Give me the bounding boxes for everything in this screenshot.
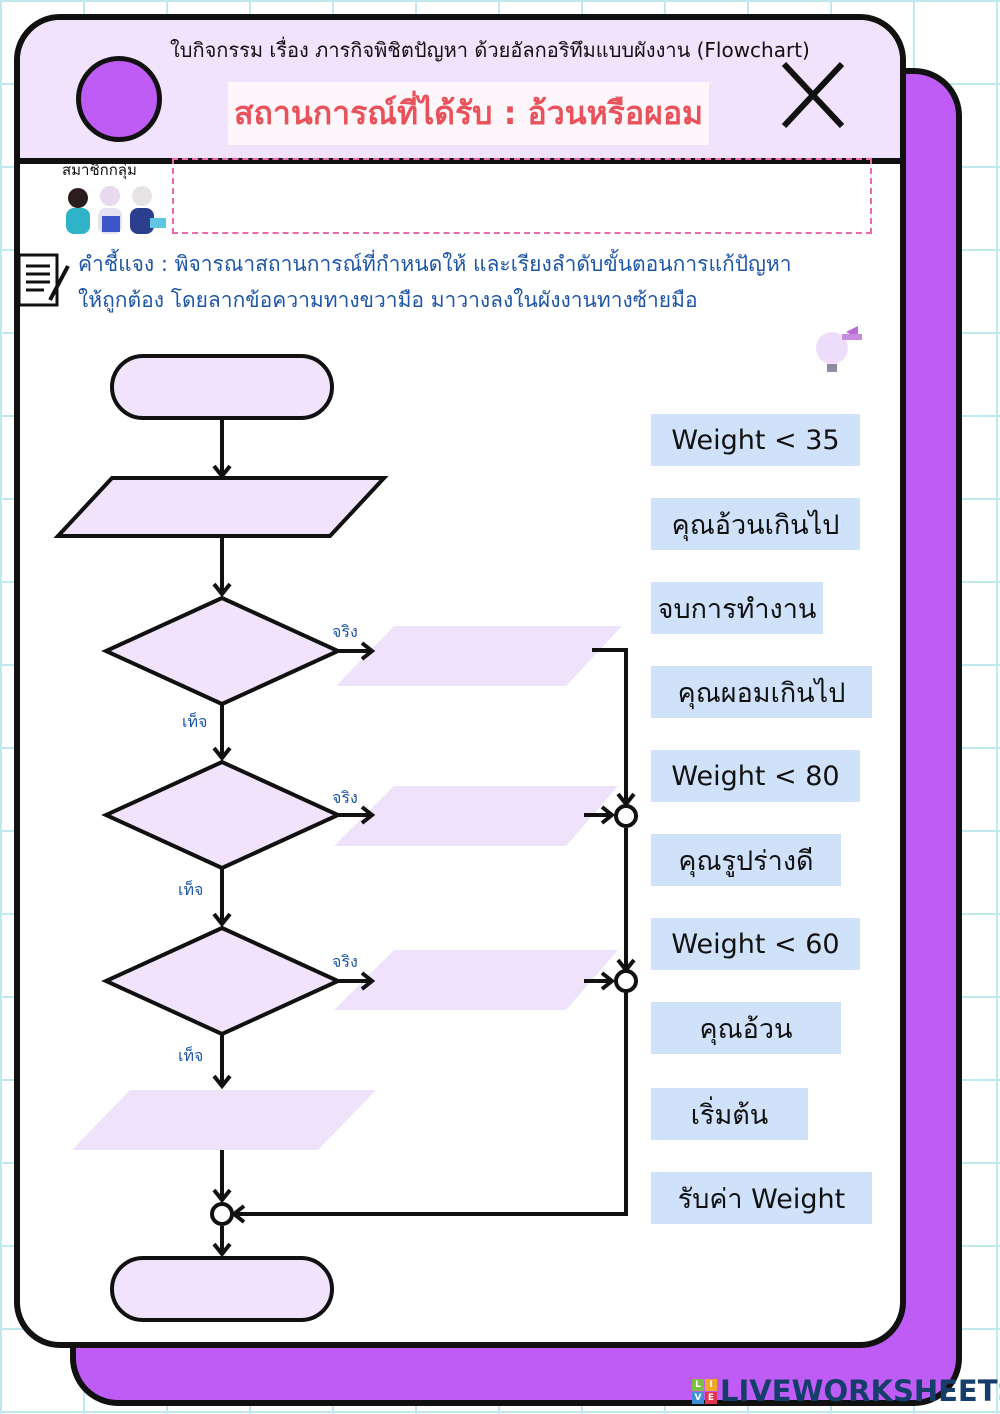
start-terminal-slot[interactable] (110, 354, 334, 420)
false-label-3: เท็จ (178, 1046, 204, 1065)
decision-2-slot[interactable] (101, 759, 343, 871)
logo-letter: L (692, 1378, 704, 1391)
false-label-2: เท็จ (178, 880, 204, 899)
drag-chip[interactable]: Weight < 80 (651, 750, 860, 802)
decision-3-slot[interactable] (101, 925, 343, 1037)
drag-chip[interactable]: คุณอ้วนเกินไป (651, 498, 860, 550)
group-members-icon (66, 186, 166, 234)
instructions-line-2: ให้ถูกต้อง โดยลากข้อความทางขวามือ มาวางล… (78, 288, 698, 312)
output-2-slot[interactable] (334, 786, 618, 846)
true-label-2: จริง (332, 788, 358, 807)
members-input[interactable] (172, 158, 872, 234)
drag-chip[interactable]: คุณอ้วน (651, 1002, 841, 1054)
true-label-3: จริง (332, 952, 358, 971)
instructions: คำชี้แจง : พิจารณาสถานการณ์ที่กำหนดให้ แ… (78, 246, 878, 318)
members-label: สมาชิกกลุ่ม (62, 161, 137, 179)
decision-1-slot[interactable] (101, 595, 343, 707)
drag-chip[interactable]: รับค่า Weight (651, 1172, 872, 1224)
lightbulb-icon (816, 326, 862, 372)
drag-chip[interactable]: คุณรูปร่างดี (651, 834, 841, 886)
drag-chip[interactable]: Weight < 60 (651, 918, 860, 970)
input-slot[interactable] (53, 476, 389, 538)
document-pen-icon (17, 253, 70, 307)
liveworksheets-logo: L I V E LIVEWORKSHEETS (692, 1374, 1000, 1408)
output-3-slot[interactable] (334, 950, 618, 1010)
close-icon[interactable] (778, 60, 848, 130)
output-4-slot[interactable] (72, 1090, 376, 1150)
instructions-line-1: คำชี้แจง : พิจารณาสถานการณ์ที่กำหนดให้ แ… (78, 252, 792, 276)
output-1-slot[interactable] (336, 626, 622, 686)
drag-chip[interactable]: Weight < 35 (651, 414, 860, 466)
title-bar: ใบกิจกรรม เรื่อง ภารกิจพิชิตปัญหา ด้วยอั… (20, 20, 900, 164)
circle-decoration-icon (76, 56, 162, 142)
true-label-1: จริง (332, 622, 358, 641)
drag-chip[interactable]: จบการทำงาน (651, 582, 823, 634)
false-label-1: เท็จ (182, 712, 208, 731)
drag-chip[interactable]: เริ่มต้น (651, 1088, 808, 1140)
logo-letter: V (692, 1391, 704, 1404)
page-title: สถานการณ์ที่ได้รับ : อ้วนหรือผอม (228, 82, 710, 145)
logo-icon: L I V E (692, 1378, 717, 1404)
logo-text: LIVEWORKSHEETS (720, 1374, 1000, 1408)
flow-arrows (210, 418, 638, 1258)
end-terminal-slot[interactable] (110, 1256, 334, 1322)
drag-chip[interactable]: คุณผอมเกินไป (651, 666, 872, 718)
logo-letter: I (705, 1378, 717, 1391)
logo-letter: E (705, 1391, 717, 1404)
worksheet-subtitle: ใบกิจกรรม เรื่อง ภารกิจพิชิตปัญหา ด้วยอั… (170, 38, 810, 62)
